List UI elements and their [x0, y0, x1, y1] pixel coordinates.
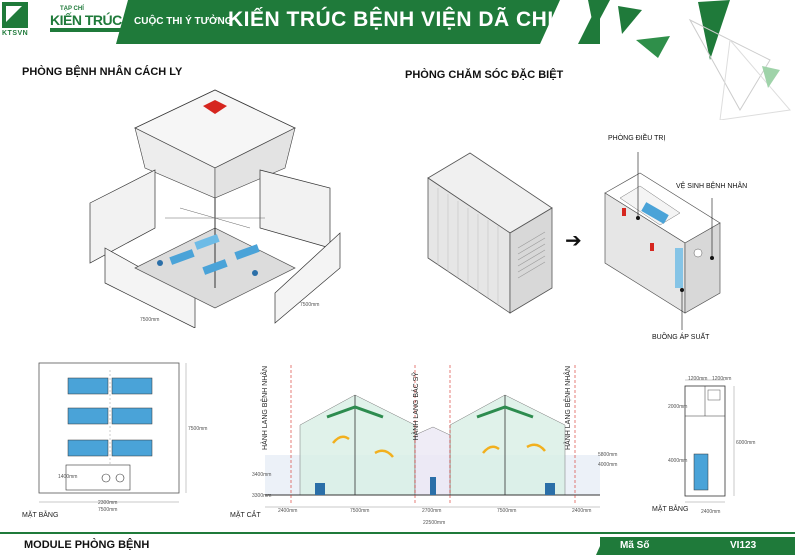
plan-dim-bottom-1: 2300mm — [98, 500, 118, 506]
container-dim-top-1: 1200mm — [688, 376, 708, 382]
section-height-4: 4000mm — [598, 462, 618, 468]
container-dim-side-1: 2000mm — [668, 404, 688, 410]
section-dim-5: 2400mm — [572, 508, 592, 514]
decor-triangles — [588, 0, 791, 120]
footer-code-bar — [600, 537, 795, 555]
container-dim-side-total: 6000mm — [736, 440, 756, 446]
plan-dim-small: 1400mm — [58, 474, 78, 480]
section-height-1: 3400mm — [252, 472, 272, 478]
code-label: Mã Số — [620, 540, 650, 551]
treatment-room-label: PHÒNG ĐIỀU TRỊ — [608, 135, 666, 142]
container-plan-label: MẶT BẰNG — [652, 506, 689, 513]
logo-triangle — [6, 6, 22, 22]
section-dim-1: 2400mm — [278, 508, 298, 514]
header-shape — [0, 0, 600, 44]
magazine-name: KIẾN TRÚC — [50, 12, 122, 28]
container-open-drawing — [604, 172, 721, 314]
plan-dim-bottom-2: 7500mm — [98, 507, 118, 513]
special-care-title: PHÒNG CHĂM SÓC ĐẶC BIỆT — [405, 69, 564, 81]
page-title: KIẾN TRÚC BỆNH VIỆN DÃ CHIẾN — [228, 8, 584, 31]
footer-divider — [0, 532, 795, 534]
pressure-chamber-label: BUỒNG ÁP SUẤT — [652, 334, 710, 341]
corridor-patient-right-label: HÀNH LANG BỆNH NHÂN — [565, 366, 572, 451]
container-dim-side-2: 4000mm — [668, 458, 688, 464]
iso-dim-depth: 7500mm — [300, 302, 320, 308]
isolation-plan-drawing — [38, 362, 187, 503]
section-drawing — [265, 365, 600, 508]
plan-dim-side: 7500mm — [188, 426, 208, 432]
contest-label: CUỘC THI Ý TƯỞNG — [134, 16, 233, 27]
container-dim-top-2: 1200mm — [712, 376, 732, 382]
plan-label: MẶT BẰNG — [22, 512, 59, 519]
section-label: MẶT CẮT — [230, 512, 261, 519]
magazine-underline — [50, 28, 122, 32]
iso-dim-width: 7500mm — [140, 317, 160, 323]
patient-wc-label: VỆ SINH BỆNH NHÂN — [676, 183, 748, 190]
corridor-patient-left-label: HÀNH LANG BỆNH NHÂN — [262, 366, 269, 451]
isolation-room-title: PHÒNG BỆNH NHÂN CÁCH LY — [22, 66, 183, 78]
container-leaders — [636, 152, 714, 330]
section-dim-4: 7500mm — [497, 508, 517, 514]
section-dim-3: 2700mm — [422, 508, 442, 514]
corridor-doctor-label: HÀNH LANG BÁC SỸ — [413, 372, 420, 441]
container-plan-drawing — [684, 379, 735, 503]
section-dim-total: 22500mm — [423, 520, 446, 526]
isolation-axon-drawing — [89, 89, 341, 328]
section-height-2: 3300mm — [252, 493, 272, 499]
logo-text: KTSVN — [2, 30, 29, 37]
transform-arrow-icon: ➔ — [565, 230, 582, 252]
magazine-small: TẠP CHÍ — [60, 6, 84, 12]
section-dim-2: 7500mm — [350, 508, 370, 514]
code-value: VI123 — [730, 540, 757, 551]
container-closed-drawing — [427, 152, 553, 314]
footer-title: MODULE PHÒNG BỆNH — [24, 539, 150, 551]
section-height-3: 5800mm — [598, 452, 618, 458]
container-dim-bottom: 2400mm — [701, 509, 721, 515]
